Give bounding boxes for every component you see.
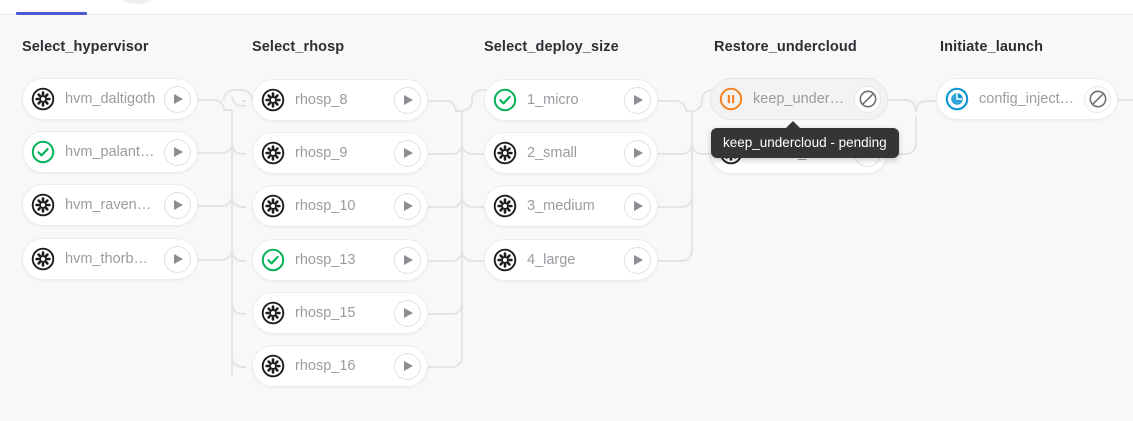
gear-icon [30,246,56,272]
node-label: rhosp_8 [295,92,348,108]
node-hvm-ravenvale[interactable]: hvm_ravenvale [22,184,198,226]
gear-icon [260,353,286,379]
gear-icon [260,193,286,219]
edge-layer [198,89,1133,376]
column-title-restore-undercloud: Restore_undercloud [714,39,857,55]
node-rhosp-10[interactable]: rhosp_10 [252,185,428,227]
check-icon [30,139,56,165]
play-icon[interactable] [164,138,191,166]
play-icon[interactable] [624,192,651,220]
column-title-select-deploy-size: Select_deploy_size [484,39,619,55]
tab-ghost-indicator [120,0,154,4]
node-rhosp-13[interactable]: rhosp_13 [252,239,428,281]
node-1-micro[interactable]: 1_micro [484,79,658,121]
pause-icon [718,86,744,112]
gear-icon [492,247,518,273]
play-icon[interactable] [624,86,651,114]
blocked-icon[interactable] [1084,85,1111,113]
node-label: rhosp_13 [295,252,356,268]
play-icon[interactable] [624,139,651,167]
node-label: 1_micro [527,92,579,108]
play-icon[interactable] [624,246,651,274]
node-rhosp-9[interactable]: rhosp_9 [252,132,428,174]
pipeline-canvas[interactable]: Select_hypervisor hvm_daltigoth hvm_pala… [0,16,1133,421]
node-label: rhosp_16 [295,358,356,374]
play-icon[interactable] [164,245,191,273]
node-hvm-daltigoth[interactable]: hvm_daltigoth [22,78,198,120]
node-keep-undercloud[interactable]: keep_undercloud [710,78,888,120]
node-label: 2_small [527,145,577,161]
play-icon[interactable] [394,299,421,327]
gear-icon [260,87,286,113]
node-rhosp-16[interactable]: rhosp_16 [252,345,428,387]
check-icon [492,87,518,113]
gear-icon [492,140,518,166]
node-rhosp-8[interactable]: rhosp_8 [252,79,428,121]
play-icon[interactable] [394,139,421,167]
column-title-select-hypervisor: Select_hypervisor [22,39,149,55]
play-icon[interactable] [164,191,191,219]
node-label: keep_undercloud [753,91,846,107]
column-title-select-rhosp: Select_rhosp [252,39,345,55]
check-icon [260,247,286,273]
node-label: 4_large [527,252,576,268]
gear-icon [30,86,56,112]
node-label: rhosp_9 [295,145,348,161]
gear-icon [260,140,286,166]
node-label: hvm_palanthas [65,144,156,160]
gear-icon [492,193,518,219]
node-rhosp-15[interactable]: rhosp_15 [252,292,428,334]
node-config-injection[interactable]: config_injection [936,78,1118,120]
column-title-initiate-launch: Initiate_launch [940,39,1044,55]
active-tab-underline[interactable] [16,12,87,15]
tab-strip [0,0,1133,15]
node-label: config_injection [979,91,1076,107]
play-icon[interactable] [164,85,191,113]
node-label: rhosp_15 [295,305,356,321]
gear-icon [30,192,56,218]
node-2-small[interactable]: 2_small [484,132,658,174]
play-icon[interactable] [394,192,421,220]
clock-icon [944,86,970,112]
gear-icon [260,300,286,326]
node-3-medium[interactable]: 3_medium [484,185,658,227]
node-4-large[interactable]: 4_large [484,239,658,281]
blocked-icon[interactable] [854,85,881,113]
node-label: rhosp_10 [295,198,356,214]
node-hvm-thorbardin[interactable]: hvm_thorbardin [22,238,198,280]
node-label: 3_medium [527,198,595,214]
node-tooltip: keep_undercloud - pending [711,121,899,158]
play-icon[interactable] [394,246,421,274]
play-icon[interactable] [394,86,421,114]
node-hvm-palanthas[interactable]: hvm_palanthas [22,131,198,173]
node-label: hvm_thorbardin [65,251,156,267]
play-icon[interactable] [394,352,421,380]
node-label: hvm_ravenvale [65,197,156,213]
node-label: hvm_daltigoth [65,91,156,107]
